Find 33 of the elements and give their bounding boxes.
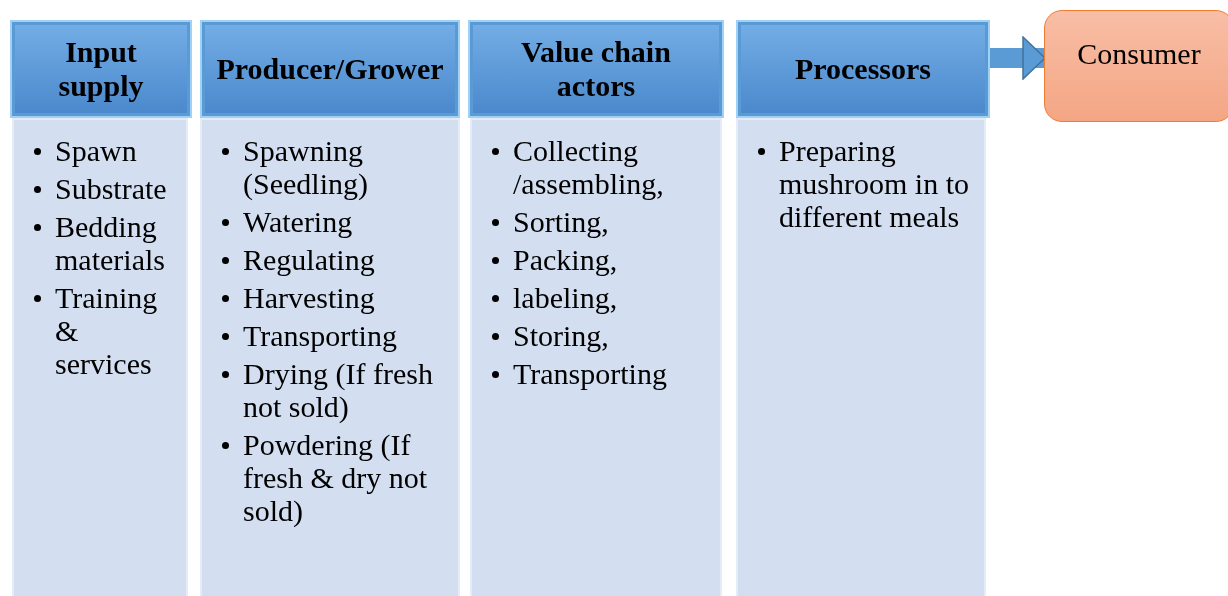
column-panel bbox=[200, 118, 460, 596]
list-item: Regulating bbox=[243, 243, 375, 276]
list-item: Training & services bbox=[55, 281, 159, 380]
header-text: Processors bbox=[793, 52, 933, 86]
list-item: Collecting /assembling, bbox=[513, 134, 665, 200]
column-header bbox=[736, 20, 990, 118]
column-header bbox=[468, 20, 724, 118]
header-text: Input supply bbox=[57, 35, 145, 103]
list-item: Bedding materials bbox=[55, 210, 166, 276]
list-item: Spawning (Seedling) bbox=[243, 134, 369, 200]
list-item: Spawn bbox=[55, 134, 137, 167]
list-item: Storing, bbox=[513, 319, 609, 352]
node-label: Consumer bbox=[1077, 37, 1201, 70]
list-item: labeling, bbox=[513, 281, 618, 314]
list-item: Preparing mushroom in to different meals bbox=[779, 134, 970, 233]
list-item: Drying (If fresh not sold) bbox=[243, 357, 434, 423]
column-header bbox=[10, 20, 192, 118]
column-header bbox=[200, 20, 460, 118]
consumer-box bbox=[1044, 10, 1228, 122]
list-item: Transporting bbox=[243, 319, 397, 352]
list-item: Harvesting bbox=[243, 281, 375, 314]
list-item: Powdering (If fresh & dry not sold) bbox=[243, 428, 429, 527]
list-item: Packing, bbox=[513, 243, 618, 276]
list-item: Sorting, bbox=[513, 205, 609, 238]
column-panel bbox=[736, 118, 986, 596]
header-text: Value chain actors bbox=[520, 35, 672, 103]
list-item: Watering bbox=[243, 205, 353, 238]
list-item: Transporting bbox=[513, 357, 667, 390]
column-panel bbox=[12, 118, 188, 596]
block-arrow bbox=[990, 36, 1046, 80]
column-panel bbox=[470, 118, 722, 596]
header-text: Producer/Grower bbox=[215, 52, 445, 86]
list-item: Substrate bbox=[55, 172, 167, 205]
